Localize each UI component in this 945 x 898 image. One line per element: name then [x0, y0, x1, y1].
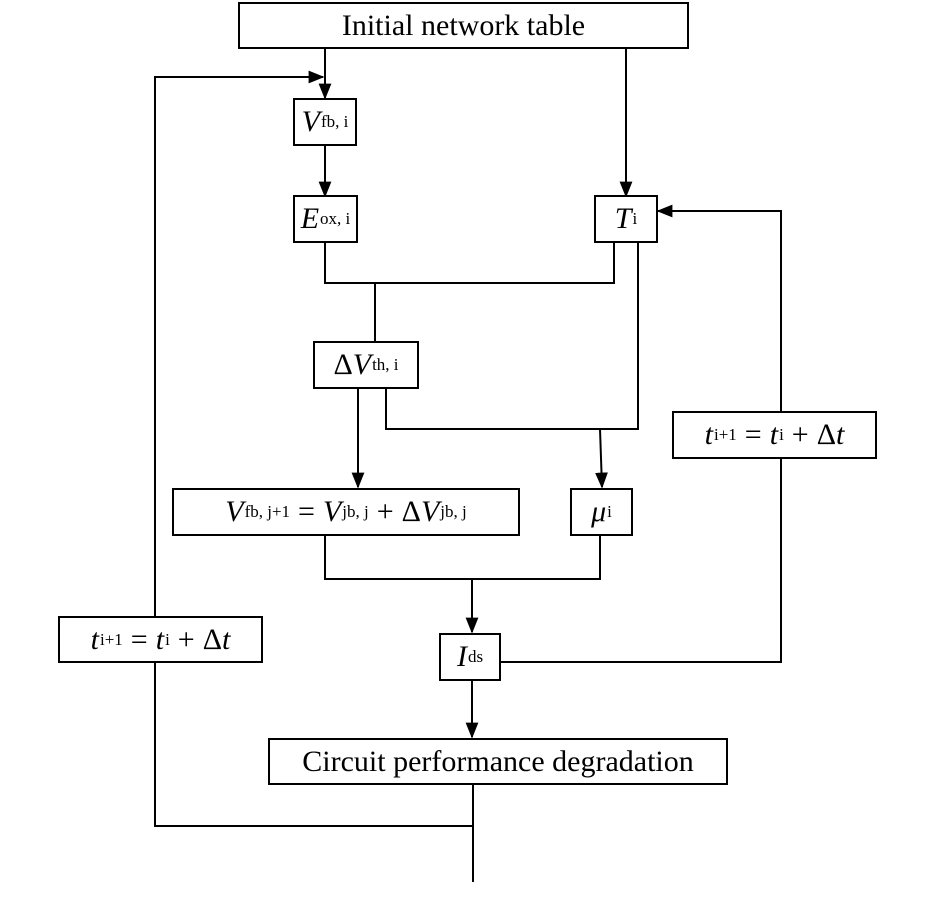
vfb-update-delta: Δ [401, 495, 421, 528]
time-left-lhs-sub: i+1 [99, 629, 123, 649]
line-left-loop-bottom [154, 662, 473, 827]
vfb-update-rhs1-main: V [322, 495, 342, 528]
time-left-dt: t [222, 622, 231, 656]
time-left-rhs-main: t [155, 622, 165, 656]
time-left-lhs-main: t [90, 622, 99, 656]
time-right-rhs-sub: i [779, 425, 784, 444]
delta-vth-delta: Δ [333, 348, 353, 381]
line-left-loop-up [154, 70, 325, 617]
time-right-delta: Δ [816, 418, 837, 451]
line-eox-ti-merge [324, 242, 615, 284]
initial-network-table-box: Initial network table [238, 2, 689, 49]
time-right-plus: + [791, 418, 809, 451]
ti-sub: i [632, 209, 638, 228]
delta-vth-main: V [352, 348, 372, 381]
vfb-update-rhs1-sub: jb, j [342, 502, 369, 521]
ti-main: T [614, 202, 632, 235]
time-right-rhs-main: t [769, 418, 779, 451]
time-right-lhs-main: t [704, 418, 713, 451]
line-dvth-to-mu [385, 388, 600, 430]
line-right-loop-up [656, 204, 782, 411]
ids-sub: ds [467, 647, 484, 666]
initial-network-table-label: Initial network table [341, 8, 586, 42]
circuit-degradation-label: Circuit performance degradation [302, 744, 694, 778]
line-ids-right-loop [500, 457, 782, 663]
mu-i-main: μ [591, 495, 607, 528]
arrow-to-mu [595, 428, 608, 489]
line-ti-to-mu [600, 242, 639, 430]
eox-i-sub: ox, i [320, 209, 351, 228]
time-right-lhs-sub: i+1 [713, 425, 737, 444]
vfb-update-rhs2-main: V [420, 495, 440, 528]
time-left-delta: Δ [202, 622, 223, 656]
vfb-i-main: V [301, 105, 320, 138]
mu-i-sub: i [607, 502, 612, 521]
time-left-rhs-sub: i [165, 629, 170, 649]
vfb-update-lhs-sub: fb, j+1 [244, 502, 291, 521]
time-left-plus: + [177, 622, 195, 656]
ids-main: I [456, 640, 467, 673]
vfb-update-rhs2-sub: jb, j [440, 502, 467, 521]
time-left-eq: = [130, 622, 148, 656]
vfb-i-sub: fb, i [320, 112, 349, 131]
vfb-update-plus: + [376, 495, 394, 528]
delta-vth-sub: th, i [372, 355, 399, 374]
time-right-dt: t [836, 418, 845, 451]
time-right-eq: = [744, 418, 762, 451]
circuit-degradation-box: Circuit performance degradation [268, 738, 728, 785]
vfb-update-lhs-main: V [225, 495, 244, 528]
line-vfb-mu-merge [324, 535, 601, 580]
vfb-update-eq: = [298, 495, 315, 528]
eox-i-main: E [300, 202, 320, 235]
